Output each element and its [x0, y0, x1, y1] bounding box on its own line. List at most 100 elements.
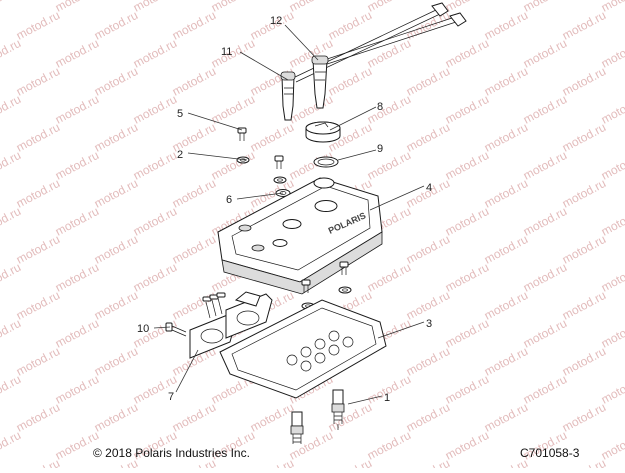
intake-gaskets — [189, 291, 273, 359]
watermark-text: motod.ru — [14, 344, 62, 379]
watermark-text: motod.ru — [365, 36, 413, 71]
watermark-text: motod.ru — [53, 36, 101, 71]
callout-11: 11 — [221, 46, 232, 58]
watermark-text: motod.ru — [92, 344, 140, 379]
valve-cover-gasket — [219, 299, 387, 399]
watermark-text: motod.ru — [92, 8, 140, 43]
watermark-text: motod.ru — [209, 0, 257, 15]
watermark-text: motod.ru — [14, 176, 62, 211]
spark-plug-wires — [280, 2, 467, 121]
watermark-text: motod.ru — [599, 92, 625, 127]
watermark-text: motod.ru — [14, 64, 62, 99]
watermark-text: motod.ru — [599, 36, 625, 71]
watermark-text: motod.ru — [521, 0, 569, 15]
watermark-text: motod.ru — [14, 120, 62, 155]
reference-code: C701058-3 — [520, 446, 580, 460]
callout-8: 8 — [377, 101, 383, 113]
watermark-text: motod.ru — [131, 92, 179, 127]
callout-2: 2 — [177, 149, 183, 161]
watermark-text: motod.ru — [209, 36, 257, 71]
callout-numbers: 1 2 3 4 5 6 7 8 9 10 11 12 — [137, 15, 432, 404]
watermark-text: motod.ru — [53, 260, 101, 295]
callout-9: 9 — [377, 143, 383, 155]
watermark-text: motod.ru — [14, 8, 62, 43]
watermark-text: motod.ru — [365, 428, 413, 463]
watermark-text: motod.ru — [14, 456, 62, 468]
watermark-text: motod.ru — [248, 400, 296, 435]
o-ring — [313, 156, 339, 168]
watermark-text: motod.ru — [443, 428, 491, 463]
watermark-text: motod.ru — [92, 400, 140, 435]
valve-cover: POLARIS — [217, 177, 383, 295]
watermark-text: motod.ru — [209, 148, 257, 183]
watermark-text: motod.ru — [560, 232, 608, 267]
callout-12: 12 — [270, 15, 282, 27]
oil-filler-cap — [305, 121, 341, 143]
watermark-text: motod.ru — [599, 316, 625, 351]
watermark-text: motod.ru — [14, 288, 62, 323]
watermark-text: motod.ru — [560, 176, 608, 211]
watermark-text: motod.ru — [404, 400, 452, 435]
watermark-text: motod.ru — [92, 288, 140, 323]
watermark-text: motod.ru — [131, 204, 179, 239]
watermark-text: motod.ru — [53, 372, 101, 407]
watermark-text: motod.ru — [560, 64, 608, 99]
watermark-text: motod.ru — [404, 456, 452, 468]
watermark-text: motod.ru — [248, 120, 296, 155]
watermark-text: motod.ru — [443, 148, 491, 183]
watermark-text: motod.ru — [521, 92, 569, 127]
watermark-text: motod.ru — [170, 232, 218, 267]
watermark-text: motod.ru — [14, 400, 62, 435]
watermark-text: motod.ru — [443, 372, 491, 407]
watermark-text: motod.ru — [482, 400, 530, 435]
callout-10: 10 — [137, 323, 149, 335]
watermark-text: motod.ru — [482, 288, 530, 323]
watermark-text: motod.ru — [443, 92, 491, 127]
watermark-text: motod.ru — [599, 372, 625, 407]
watermark-text: motod.ru — [131, 260, 179, 295]
watermark-text: motod.ru — [326, 64, 374, 99]
watermark-text: motod.ru — [404, 64, 452, 99]
watermark-text: motod.ru — [560, 8, 608, 43]
watermark-text: motod.ru — [365, 0, 413, 15]
watermark-text: motod.ru — [92, 64, 140, 99]
watermark-text: motod.ru — [521, 36, 569, 71]
watermark-text: motod.ru — [170, 288, 218, 323]
watermark-text: motod.ru — [326, 456, 374, 468]
watermark-text: motod.ru — [92, 176, 140, 211]
watermark-text: motod.ru — [287, 36, 335, 71]
watermark-text: motod.ru — [365, 148, 413, 183]
watermark-text: motod.ru — [521, 260, 569, 295]
watermark-text: motod.ru — [521, 372, 569, 407]
watermark-text: motod.ru — [287, 92, 335, 127]
watermark-text: motod.ru — [560, 344, 608, 379]
watermark-text: motod.ru — [404, 232, 452, 267]
callout-3: 3 — [426, 318, 432, 330]
watermark-text: motod.ru — [131, 148, 179, 183]
watermark-text: motod.ru — [599, 204, 625, 239]
watermark-text: motod.ru — [599, 260, 625, 295]
watermark-text: motod.ru — [560, 288, 608, 323]
watermark-text: motod.ru — [482, 64, 530, 99]
watermark-text: motod.ru — [248, 456, 296, 468]
watermark-text: motod.ru — [404, 344, 452, 379]
watermark-text: motod.ru — [92, 120, 140, 155]
copyright-text: © 2018 Polaris Industries Inc. — [93, 446, 250, 460]
watermark-text: motod.ru — [482, 176, 530, 211]
watermark-text: motod.ru — [482, 8, 530, 43]
watermark-text: motod.ru — [482, 232, 530, 267]
watermark-text: motod.ru — [404, 120, 452, 155]
watermark-text: motod.ru — [131, 36, 179, 71]
watermark-text: motod.ru — [521, 148, 569, 183]
callout-4: 4 — [426, 182, 432, 194]
bolt-right — [338, 261, 352, 294]
watermark-text: motod.ru — [53, 92, 101, 127]
watermark-text: motod.ru — [599, 148, 625, 183]
watermark-text: motod.ru — [443, 260, 491, 295]
bolt-center — [273, 155, 287, 184]
watermark-text: motod.ru — [560, 120, 608, 155]
watermark-text: motod.ru — [521, 204, 569, 239]
watermark-text: motod.ru — [287, 0, 335, 15]
bolt-left — [236, 127, 250, 164]
